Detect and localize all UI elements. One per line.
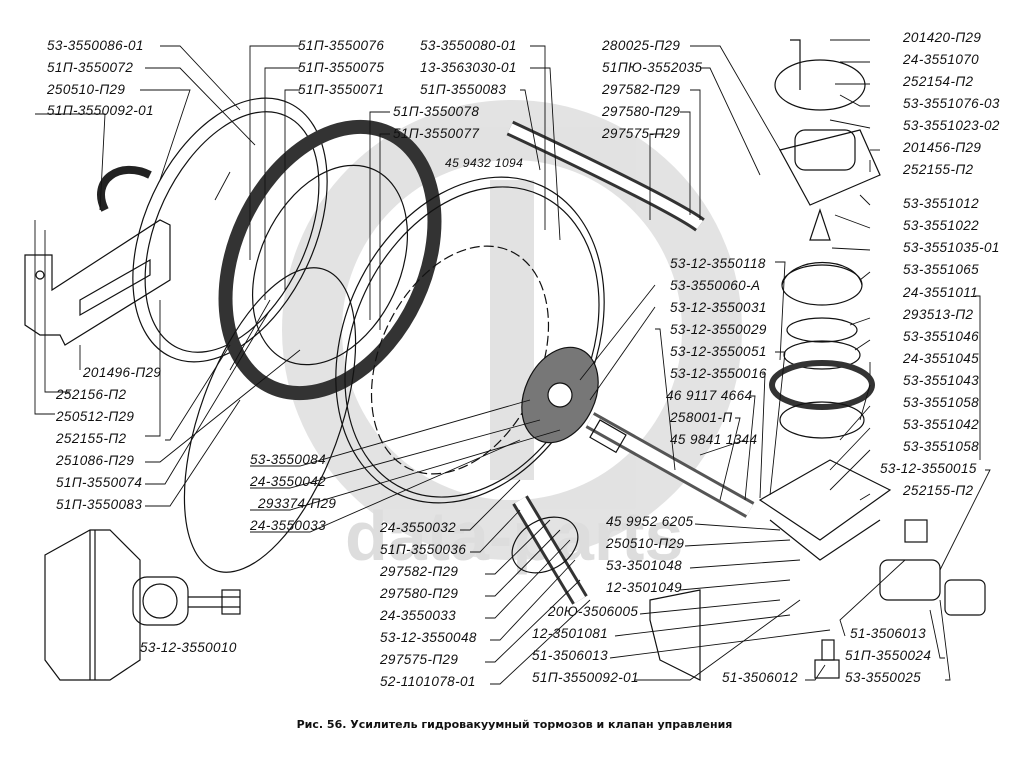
- part-label: 24-3551070: [903, 52, 980, 67]
- part-label: 51П-3550071: [298, 82, 385, 97]
- part-label: 51П-3550024: [845, 648, 932, 663]
- part-label: 297582-П29: [380, 564, 459, 579]
- part-label: 201456-П29: [903, 140, 982, 155]
- piston-rod-assembly: [585, 412, 755, 518]
- inset-label: 53-12-3550010: [140, 640, 237, 655]
- part-label: 51П-3550083: [56, 497, 143, 512]
- part-label: 51-3506013: [850, 626, 927, 641]
- part-label: 51П-3550036: [380, 542, 467, 557]
- part-label: 51П-3550092-01: [47, 103, 154, 118]
- part-label: 12-3501049: [606, 580, 683, 595]
- part-label: 45 9432 1094: [445, 156, 524, 170]
- part-label: 297575-П29: [602, 126, 681, 141]
- part-label: 53-12-3550016: [670, 366, 767, 381]
- part-label: 53-3550084: [250, 452, 327, 467]
- part-label: 53-3551042: [903, 417, 980, 432]
- part-label: 24-3551045: [903, 351, 980, 366]
- part-label: 20Ю-3506005: [548, 604, 639, 619]
- part-label: 51-3506013: [532, 648, 609, 663]
- part-label: 53-3551065: [903, 262, 980, 277]
- part-label: 46 9117 4664: [666, 388, 753, 403]
- part-label: 53-12-3550118: [670, 256, 766, 271]
- inset-booster-view: [44, 529, 241, 681]
- vacuum-hose: [97, 166, 152, 212]
- part-label: 53-3551046: [903, 329, 980, 344]
- part-label: 51П-3550074: [56, 475, 143, 490]
- part-label: 51П-3550072: [47, 60, 134, 75]
- part-label: 51П-3550076: [298, 38, 385, 53]
- part-label: 51П-3550077: [393, 126, 480, 141]
- part-label: 24-3550032: [380, 520, 457, 535]
- part-label: 293513-П2: [903, 307, 974, 322]
- control-valve: [758, 39, 892, 561]
- part-label: 12-3501081: [532, 626, 609, 641]
- part-label: 252155-П2: [903, 483, 974, 498]
- part-label: 45 9841 1344: [670, 432, 758, 447]
- part-label: 252154-П2: [903, 74, 974, 89]
- leader-lines: [34, 39, 991, 685]
- part-label: 53-3551076-03: [903, 96, 1000, 111]
- part-label: 258001-П: [670, 410, 733, 425]
- part-label: 52-1101078-01: [380, 674, 476, 689]
- part-label: 297575-П29: [380, 652, 459, 667]
- hub-flange: [521, 346, 599, 444]
- part-label: 201420-П29: [903, 30, 982, 45]
- part-label: 53-12-3550051: [670, 344, 767, 359]
- part-label: 297580-П29: [380, 586, 459, 601]
- part-label: 24-3550042: [250, 474, 327, 489]
- part-label: 252155-П2: [56, 431, 127, 446]
- part-label: 297580-П29: [602, 104, 681, 119]
- part-label: 53-3551058: [903, 395, 980, 410]
- part-label: 251086-П29: [56, 453, 135, 468]
- part-label: 201496-П29: [83, 365, 162, 380]
- figure-caption: Рис. 56. Усилитель гидровакуумный тормоз…: [296, 718, 733, 731]
- part-label: 280025-П29: [602, 38, 681, 53]
- part-label: 53-3551035-01: [903, 240, 1000, 255]
- part-label: 24-3551011: [903, 285, 979, 300]
- part-label: 53-3501048: [606, 558, 683, 573]
- bolt: [814, 639, 840, 679]
- part-label: 53-12-3550048: [380, 630, 477, 645]
- part-label: 252155-П2: [903, 162, 974, 177]
- part-label: 53-3551023-02: [903, 118, 1000, 133]
- part-label: 53-3551058: [903, 439, 980, 454]
- part-label: 24-3550033: [380, 608, 457, 623]
- part-label: 24-3550033: [250, 518, 327, 533]
- bracket-part: [24, 219, 171, 346]
- part-label: 51П-3550078: [393, 104, 480, 119]
- part-label: 250510-П29: [606, 536, 685, 551]
- part-label: 53-12-3550031: [670, 300, 767, 315]
- rear-housing: [132, 97, 328, 363]
- part-label: 53-3550060-А: [670, 278, 761, 293]
- part-label: 53-12-3550015: [880, 461, 977, 476]
- part-label: 51П-3550083: [420, 82, 507, 97]
- part-label: 51П-3550092-01: [532, 670, 639, 685]
- lower-bracket: [649, 589, 701, 681]
- part-label: 53-12-3550029: [670, 322, 767, 337]
- part-label: 297582-П29: [602, 82, 681, 97]
- part-label: 250512-П29: [56, 409, 135, 424]
- part-label: 45 9952 6205: [606, 514, 694, 529]
- part-label: 252156-П2: [56, 387, 127, 402]
- part-label: 53-3551012: [903, 196, 980, 211]
- part-label: 53-3551022: [903, 218, 980, 233]
- part-label: 293374-П29: [258, 496, 337, 511]
- diaphragm: [218, 119, 442, 401]
- spring-ring: [183, 267, 357, 573]
- part-label: 53-3550025: [845, 670, 922, 685]
- part-label: 53-3550080-01: [420, 38, 517, 53]
- part-label: 53-3551043: [903, 373, 980, 388]
- part-label: 51ПЮ-3552035: [602, 60, 703, 75]
- part-label: 51П-3550075: [298, 60, 385, 75]
- tee-fitting: [879, 519, 986, 616]
- part-label: 53-3550086-01: [47, 38, 144, 53]
- part-label: 51-3506012: [722, 670, 799, 685]
- part-label: 13-3563030-01: [420, 60, 517, 75]
- part-label: 250510-П29: [47, 82, 126, 97]
